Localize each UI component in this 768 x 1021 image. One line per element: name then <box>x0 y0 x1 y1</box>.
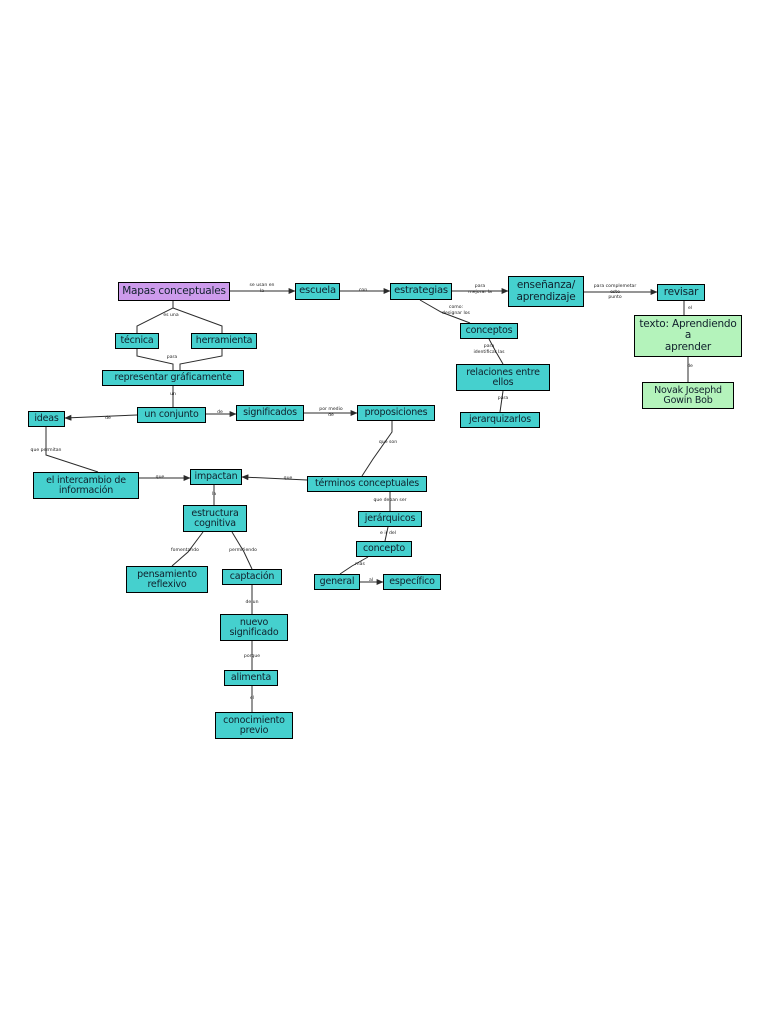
connector-mapas-herramienta <box>172 301 223 333</box>
concept-node-conjunto[interactable]: un conjunto <box>137 407 206 423</box>
link-label-para-identificar: para identificar las <box>473 344 505 355</box>
link-label-para-complemetar: para complemetar este punto <box>593 284 637 301</box>
link-label-un: un <box>170 392 176 397</box>
link-label-el: el <box>687 306 693 311</box>
link-label-para-mejorar-la: para mejorar la <box>468 284 492 295</box>
link-label-de-texto-novak: de <box>687 364 693 369</box>
concept-node-ensenanza[interactable]: enseñanza/ aprendizaje <box>508 276 584 307</box>
concept-node-significados[interactable]: significados <box>236 405 304 421</box>
concept-node-alimenta[interactable]: alimenta <box>224 670 278 686</box>
concept-node-conceptos[interactable]: conceptos <box>460 323 518 339</box>
link-label-al: al <box>368 578 374 583</box>
link-label-el-conocimiento: el <box>249 696 255 701</box>
concept-node-escuela[interactable]: escuela <box>295 283 340 300</box>
link-label-se-usan-en-la: se usan en la <box>249 283 275 294</box>
connector-herramienta-representar <box>179 349 223 370</box>
link-label-con: con <box>358 288 368 293</box>
link-label-como-designar: como: designar los <box>442 305 470 316</box>
link-label-permitiendo: permitiendo <box>229 548 257 553</box>
connector-conjunto-ideas <box>64 414 138 421</box>
link-label-para-representar: para <box>166 355 178 360</box>
concept-node-ideas[interactable]: ideas <box>28 411 65 427</box>
concept-node-general[interactable]: general <box>314 574 360 590</box>
concept-node-especifico[interactable]: específico <box>383 574 441 590</box>
connector-group <box>45 288 689 712</box>
concept-node-captacion[interactable]: captación <box>222 569 282 585</box>
link-label-que-permitan: que permitan <box>30 448 62 453</box>
concept-node-conocimiento[interactable]: conocimiento previo <box>215 712 293 739</box>
link-label-es-una: es una <box>163 313 179 318</box>
concept-node-estructura[interactable]: estructura cognitiva <box>183 505 247 532</box>
concept-node-pensamiento[interactable]: pensamiento reflexivo <box>126 566 208 593</box>
concept-node-impactan[interactable]: impactan <box>190 469 242 485</box>
concept-node-texto[interactable]: texto: Aprendiendo a aprender <box>634 315 742 357</box>
concept-node-terminos[interactable]: términos conceptuales <box>307 476 427 492</box>
link-label-que-son: que son <box>378 440 398 445</box>
connector-proposiciones-terminos <box>361 421 393 477</box>
link-label-para-jerarquizarlos: para <box>497 396 509 401</box>
link-label-de-un: de un <box>245 600 259 605</box>
concept-node-jerarquizarlos[interactable]: jerarquizarlos <box>460 412 540 428</box>
link-label-por-medio-de: por medio de <box>319 407 343 418</box>
link-label-de-conjunto-signif: de <box>217 410 223 415</box>
link-label-porque: porque <box>243 654 261 659</box>
concept-node-intercambio[interactable]: el intercambio de información <box>33 472 139 499</box>
concept-node-herramienta[interactable]: herramienta <box>191 333 257 349</box>
link-label-la-estructura: la <box>211 492 217 497</box>
concept-node-mapas[interactable]: Mapas conceptuales <box>118 282 230 301</box>
concept-node-nuevo[interactable]: nuevo significado <box>220 614 288 641</box>
concept-node-revisar[interactable]: revisar <box>657 284 705 301</box>
concept-node-estrategias[interactable]: estrategias <box>390 283 452 300</box>
link-label-que-terminos: que <box>283 476 293 481</box>
link-label-que-intercambio: que <box>155 475 165 480</box>
concept-node-tecnica[interactable]: técnica <box>115 333 159 349</box>
link-label-fomentando: fomentando <box>171 548 199 553</box>
connector-terminos-impactan <box>241 474 308 481</box>
link-label-que-deben-ser: que deban ser <box>373 498 407 503</box>
concept-node-jerarquicos[interactable]: jerárquicos <box>358 511 422 527</box>
link-label-de-conjunto-ideas: de <box>105 416 111 421</box>
concept-node-representar[interactable]: representar gráficamente <box>102 370 244 386</box>
concept-node-concepto[interactable]: concepto <box>356 541 412 557</box>
concept-node-relaciones[interactable]: relaciones entre ellos <box>456 364 550 391</box>
link-label-e-ir-del: e ir del <box>380 531 396 536</box>
concept-node-proposiciones[interactable]: proposiciones <box>357 405 435 421</box>
concept-node-novak[interactable]: Novak Josephd Gowin Bob <box>642 382 734 409</box>
link-label-mas: más <box>355 562 365 567</box>
